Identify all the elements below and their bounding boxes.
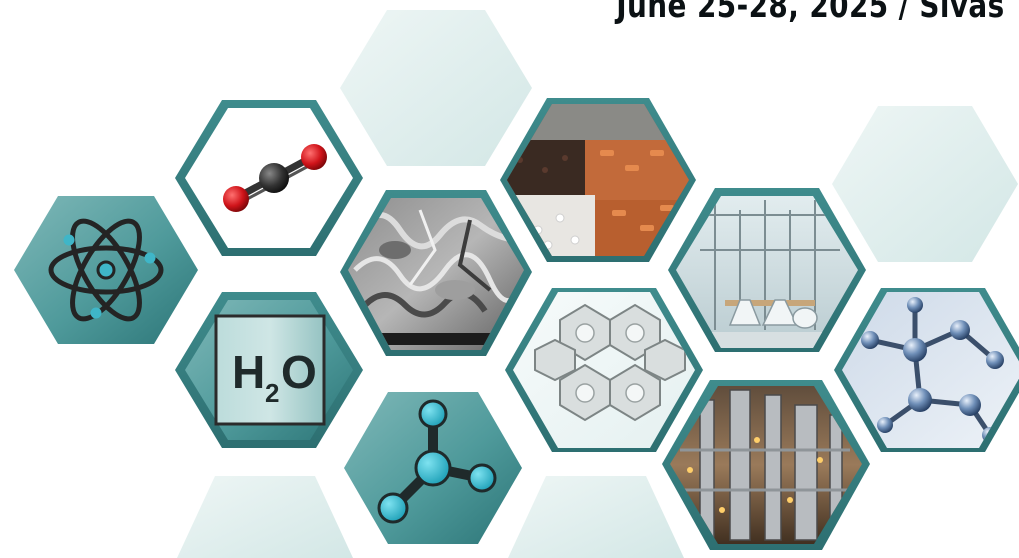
zeolite-structure-icon [505,288,703,452]
water-o: O [281,346,317,398]
water-subscript: 2 [265,378,279,408]
water-h: H [232,346,265,398]
molecule-bonds-icon [336,386,530,550]
co2-molecule-icon [175,100,363,256]
ghost-hexagons [177,10,1018,558]
atom-icon [8,190,204,350]
sem-micrograph-photo [340,190,532,356]
lab-glassware-photo [668,188,866,352]
industrial-plant-photo [662,380,870,550]
water-formula-icon: H 2 O [175,292,363,448]
event-date-location: June 25-28, 2025 / Sivas [616,0,1005,26]
catalyst-pellets-photo [500,98,696,262]
molecular-model-photo [834,288,1019,452]
